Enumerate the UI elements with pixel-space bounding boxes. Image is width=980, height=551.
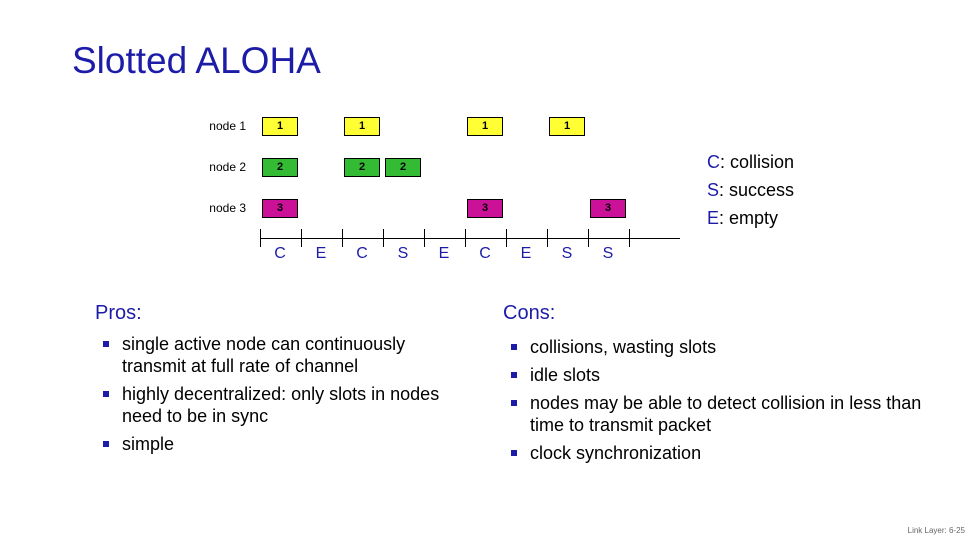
bullet-icon <box>103 441 109 447</box>
slot-boundary-tick <box>342 229 343 247</box>
bullet-icon <box>103 391 109 397</box>
cons-list: collisions, wasting slots idle slots nod… <box>505 336 935 470</box>
bullet-icon <box>511 450 517 456</box>
slot-boundary-tick <box>301 229 302 247</box>
packet-node-2: 2 <box>262 158 298 177</box>
pros-list: single active node can continuously tran… <box>97 333 467 461</box>
cons-heading: Cons: <box>503 302 556 324</box>
bullet-icon <box>511 400 517 406</box>
slot-outcome-label: E <box>520 245 532 262</box>
legend-collision: C: collision <box>707 152 795 172</box>
slot-boundary-tick <box>383 229 384 247</box>
slot-outcome-label: S <box>561 245 573 262</box>
slot-boundary-tick <box>547 229 548 247</box>
legend-success: S: success <box>707 180 795 200</box>
packet-node-1: 1 <box>549 117 585 136</box>
node-label: node 3 <box>209 201 246 215</box>
slot-boundary-tick <box>260 229 261 247</box>
slot-outcome-label: S <box>602 245 614 262</box>
packet-node-3: 3 <box>467 199 503 218</box>
packet-node-2: 2 <box>385 158 421 177</box>
slot-boundary-tick <box>588 229 589 247</box>
list-item: collisions, wasting slots <box>505 336 935 358</box>
slot-outcome-label: S <box>397 245 409 262</box>
list-item: idle slots <box>505 364 935 386</box>
slot-boundary-tick <box>424 229 425 247</box>
footer-page-label: Link Layer: 6-25 <box>907 526 965 535</box>
bullet-icon <box>103 341 109 347</box>
packet-node-3: 3 <box>262 199 298 218</box>
slot-outcome-label: E <box>315 245 327 262</box>
node-label: node 1 <box>209 119 246 133</box>
pros-heading: Pros: <box>95 302 142 324</box>
list-item: simple <box>97 433 467 455</box>
slot-outcome-label: C <box>274 245 286 262</box>
node-label: node 2 <box>209 160 246 174</box>
slide-title: Slotted ALOHA <box>72 40 321 81</box>
legend-empty: E: empty <box>707 208 779 228</box>
bullet-icon <box>511 372 517 378</box>
slot-outcome-label: C <box>479 245 491 262</box>
packet-node-2: 2 <box>344 158 380 177</box>
list-item: nodes may be able to detect collision in… <box>505 392 935 436</box>
packet-node-1: 1 <box>344 117 380 136</box>
packet-node-1: 1 <box>262 117 298 136</box>
time-axis <box>260 238 680 239</box>
list-item: single active node can continuously tran… <box>97 333 467 377</box>
slot-boundary-tick <box>465 229 466 247</box>
list-item: clock synchronization <box>505 442 935 464</box>
legend: C: collision S: success E: empty <box>707 148 794 232</box>
slot-outcome-label: E <box>438 245 450 262</box>
slot-boundary-tick <box>629 229 630 247</box>
slot-outcome-label: C <box>356 245 368 262</box>
packet-node-1: 1 <box>467 117 503 136</box>
list-item: highly decentralized: only slots in node… <box>97 383 467 427</box>
packet-node-3: 3 <box>590 199 626 218</box>
slot-boundary-tick <box>506 229 507 247</box>
bullet-icon <box>511 344 517 350</box>
